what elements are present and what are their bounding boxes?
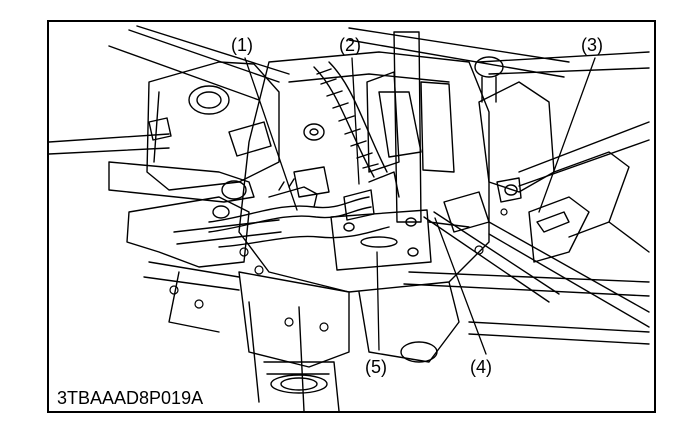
callout-3: (3) <box>581 35 603 55</box>
corrugated-hose <box>313 61 388 178</box>
leader-5 <box>376 251 380 351</box>
callout-5: (5) <box>365 357 387 377</box>
callout-1: (1) <box>231 35 253 55</box>
leader-2 <box>351 57 360 185</box>
leader-3 <box>538 57 596 213</box>
callout-4: (4) <box>470 357 492 377</box>
leader-1 <box>244 57 298 211</box>
lower-housing <box>143 261 650 411</box>
figure-frame: (1) (2) (3) (4) (5) 3TBAAAD8P019A <box>47 20 656 413</box>
leader-lines <box>244 57 596 355</box>
mechanical-illustration <box>49 25 650 411</box>
linkage-rods <box>403 191 650 328</box>
leader-4 <box>434 217 487 355</box>
bolts <box>169 208 508 332</box>
frame-rails <box>49 25 650 187</box>
center-column <box>366 31 455 223</box>
hydraulic-pipes <box>208 178 390 248</box>
left-lever-arm <box>108 161 282 268</box>
right-assembly <box>474 56 650 263</box>
callout-2: (2) <box>339 35 361 55</box>
mounting-plate <box>330 171 432 271</box>
left-housing <box>146 61 280 191</box>
figure-code: 3TBAAAD8P019A <box>55 388 206 409</box>
